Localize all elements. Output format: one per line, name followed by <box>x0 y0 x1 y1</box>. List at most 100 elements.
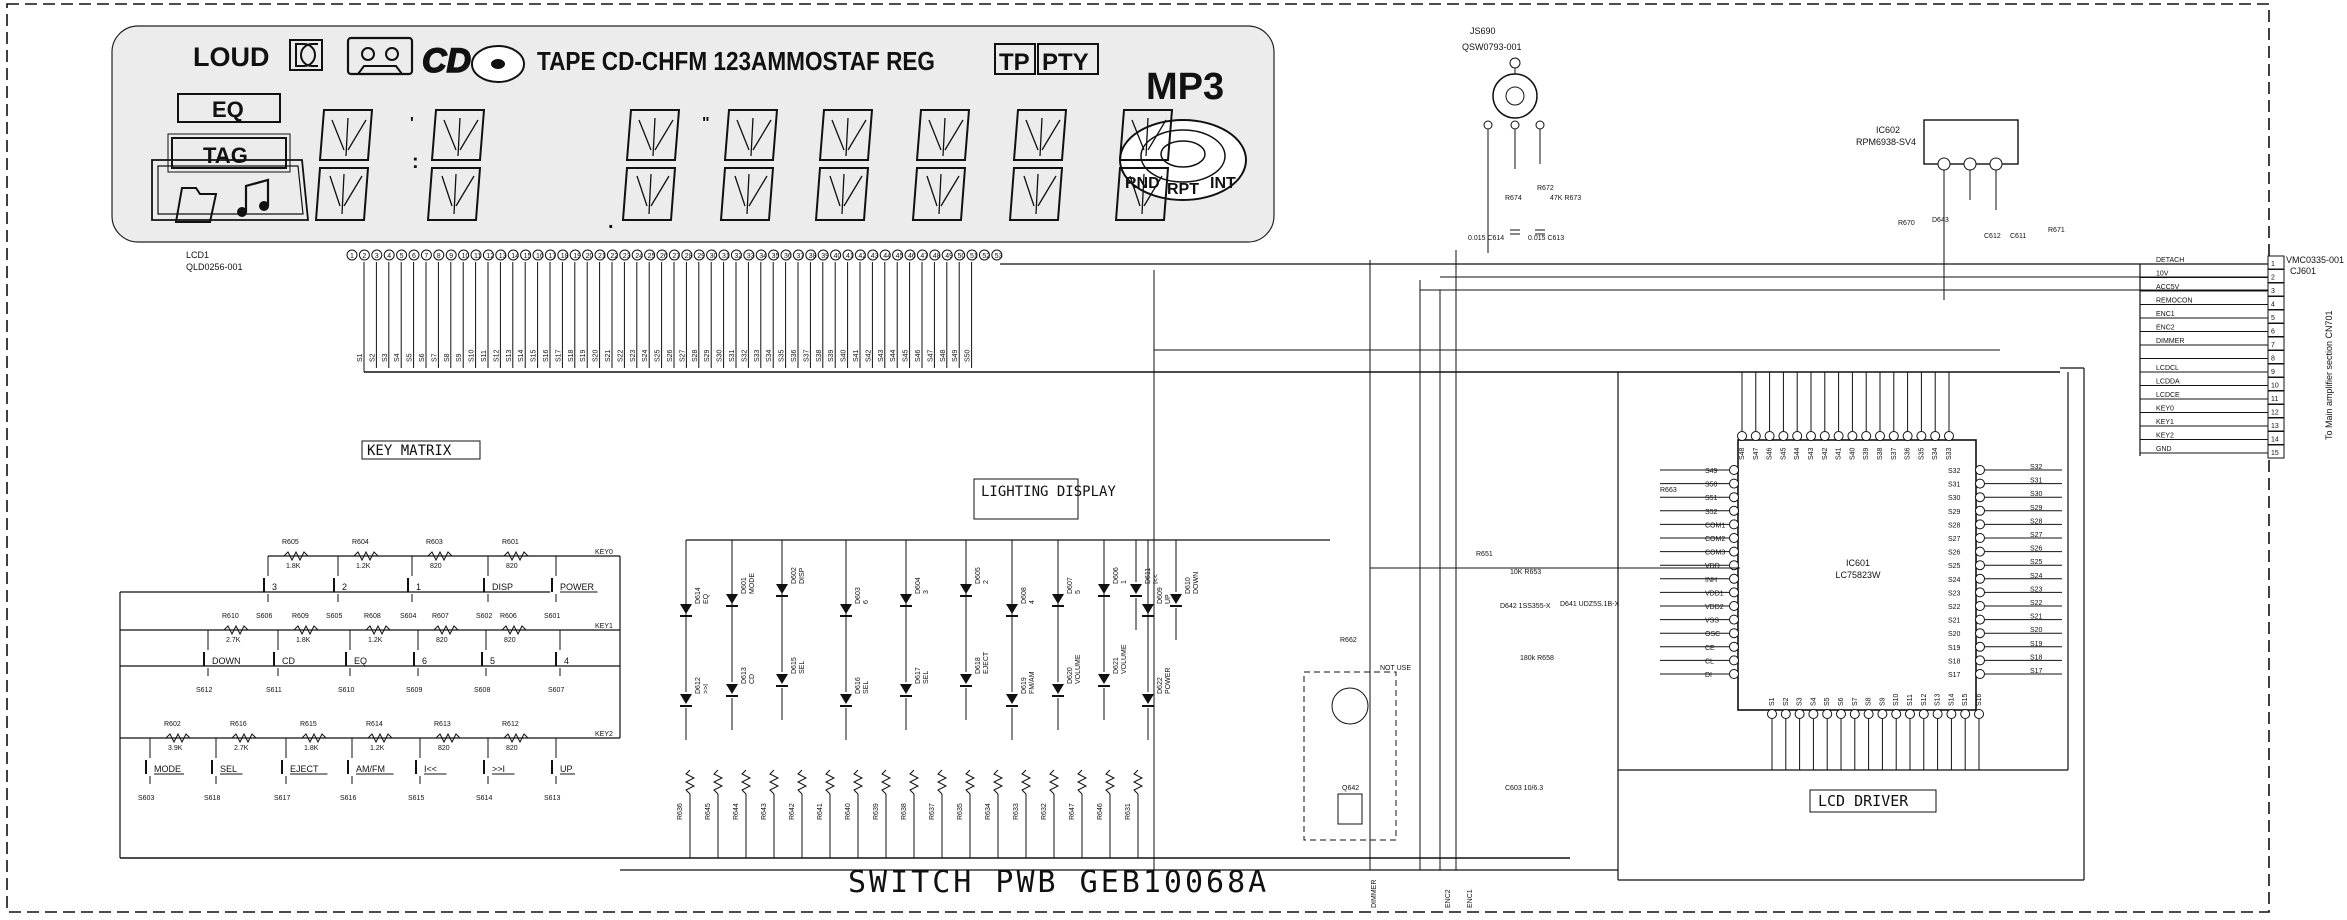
ic601-right-pin: S32 <box>1948 468 1961 475</box>
svg-text:R604: R604 <box>352 539 369 546</box>
ic601-top-pin: S41 <box>1836 447 1843 460</box>
key-matrix: KEY MATRIX KEY0R6051.8KR6041.2KR603820R6… <box>119 440 1570 859</box>
svg-text:S602: S602 <box>476 613 492 620</box>
svg-text:36: 36 <box>784 253 792 260</box>
svg-text:CJ601: CJ601 <box>2290 266 2316 276</box>
lcd-panel: LOUD CD TAPE CD-CHFM 123AMMOSTAF REG TP … <box>111 25 1275 272</box>
connector-signal: DIMMER <box>2156 338 2184 345</box>
ic601-right-pin: S17 <box>1948 672 1961 679</box>
svg-text:1.2K: 1.2K <box>368 637 383 644</box>
svg-text:47: 47 <box>920 253 928 260</box>
svg-text:3: 3 <box>272 582 277 592</box>
svg-text:R662: R662 <box>1340 637 1357 644</box>
svg-text:D642 1SS355-X: D642 1SS355-X <box>1500 603 1551 610</box>
ic601-right-pin: S24 <box>1948 577 1961 584</box>
svg-text:32: 32 <box>734 253 742 260</box>
svg-text:VOLUME: VOLUME <box>1075 654 1082 684</box>
connector-signal: KEY1 <box>2156 419 2174 426</box>
connector-signal: 10V <box>2156 271 2169 278</box>
svg-text:19: 19 <box>573 253 581 260</box>
ic601-bottom-pin: S16 <box>1976 693 1983 706</box>
svg-text:44: 44 <box>883 253 891 260</box>
connector-signal: KEY2 <box>2156 433 2174 440</box>
ic601-top-pin: S48 <box>1739 447 1746 460</box>
lcd-pin <box>805 249 817 261</box>
svg-text:S17: S17 <box>2030 668 2043 675</box>
lcd-bus-label: S30 <box>717 349 724 362</box>
svg-text:S29: S29 <box>2030 505 2043 512</box>
lcd-bus-label: S36 <box>791 349 798 362</box>
svg-text:R644: R644 <box>733 803 740 820</box>
connector-signal: GND <box>2156 446 2172 453</box>
board-name: SWITCH PWB GEB10068A <box>848 865 1269 900</box>
ic601-bottom-pin: S1 <box>1769 697 1776 706</box>
ic601-bottom-pin: S11 <box>1907 694 1914 706</box>
connector-signal: LCDCE <box>2156 392 2180 399</box>
svg-text:IC601: IC601 <box>1846 558 1870 568</box>
svg-text:EQ: EQ <box>354 656 367 666</box>
svg-text:R635: R635 <box>957 803 964 820</box>
lcd-pin <box>817 249 829 261</box>
svg-text:3: 3 <box>375 253 379 260</box>
lcd-bus-label: S8 <box>444 353 451 362</box>
ic601-top-pin: S33 <box>1946 447 1953 460</box>
svg-text:DOWN: DOWN <box>1193 572 1200 594</box>
lcd-pin <box>557 249 569 261</box>
svg-text:R610: R610 <box>222 613 239 620</box>
connector-signal: LCDDA <box>2156 379 2180 386</box>
ic602-sensor: IC602 RPM6938-SV4 R670 D643 C612 C611 R6… <box>1856 119 2065 300</box>
lcd-pin <box>792 249 804 261</box>
svg-text:R642: R642 <box>789 803 796 820</box>
svg-text:D607: D607 <box>1067 577 1074 594</box>
led: D612>>I <box>680 540 710 740</box>
svg-text:SEL: SEL <box>863 681 870 694</box>
lcd-pin <box>569 249 581 261</box>
svg-text:2.7K: 2.7K <box>226 637 241 644</box>
svg-text:R670: R670 <box>1898 220 1915 227</box>
svg-text:KEY0: KEY0 <box>595 549 613 556</box>
lcd-bus-label: S16 <box>543 349 550 362</box>
ic601-bottom-pin: S15 <box>1962 693 1969 706</box>
ic601-bottom-pin: S12 <box>1921 693 1928 706</box>
lcd-pin <box>420 249 432 261</box>
lcd-pin <box>631 249 643 261</box>
ic601-right-pin: S20 <box>1948 631 1961 638</box>
svg-text:31: 31 <box>722 253 730 260</box>
svg-text:CD: CD <box>749 674 756 684</box>
svg-text:S613: S613 <box>544 795 560 802</box>
lcd-pin <box>879 249 891 261</box>
svg-text:D612: D612 <box>695 677 702 694</box>
lcd-loud: LOUD <box>193 42 270 72</box>
svg-text:1.8K: 1.8K <box>286 563 301 570</box>
lcd-bus-label: S46 <box>915 349 922 362</box>
svg-text:S28: S28 <box>2030 518 2043 525</box>
cassette-icon <box>346 36 414 76</box>
lcd-pin <box>904 249 916 261</box>
ic601-top-pin: S34 <box>1932 447 1939 460</box>
segment-digit <box>426 109 486 221</box>
lcd-indicators: TAPE CD-CHFM 123AMMOSTAF REG <box>537 46 935 76</box>
svg-text:1: 1 <box>350 253 354 260</box>
lcd-pin <box>458 249 470 261</box>
svg-text:S615: S615 <box>408 795 424 802</box>
lcd-bus-label: S7 <box>431 353 438 362</box>
svg-text:820: 820 <box>438 745 450 752</box>
lcd-pin <box>780 249 792 261</box>
lcd-bus-label: S3 <box>382 353 389 362</box>
ic601-left-pin: S50 <box>1705 482 1718 489</box>
svg-text:R639: R639 <box>873 803 880 820</box>
connector-signal: REMOCON <box>2156 298 2193 305</box>
svg-text:12: 12 <box>2271 410 2279 417</box>
svg-text:1: 1 <box>1121 580 1128 584</box>
svg-text:R612: R612 <box>502 721 519 728</box>
ic601-left-pin: VSS <box>1705 618 1719 625</box>
svg-text:18: 18 <box>561 253 569 260</box>
svg-text:S618: S618 <box>204 795 220 802</box>
lcd-bus-label: S34 <box>766 349 773 362</box>
lcd-pin <box>892 249 904 261</box>
